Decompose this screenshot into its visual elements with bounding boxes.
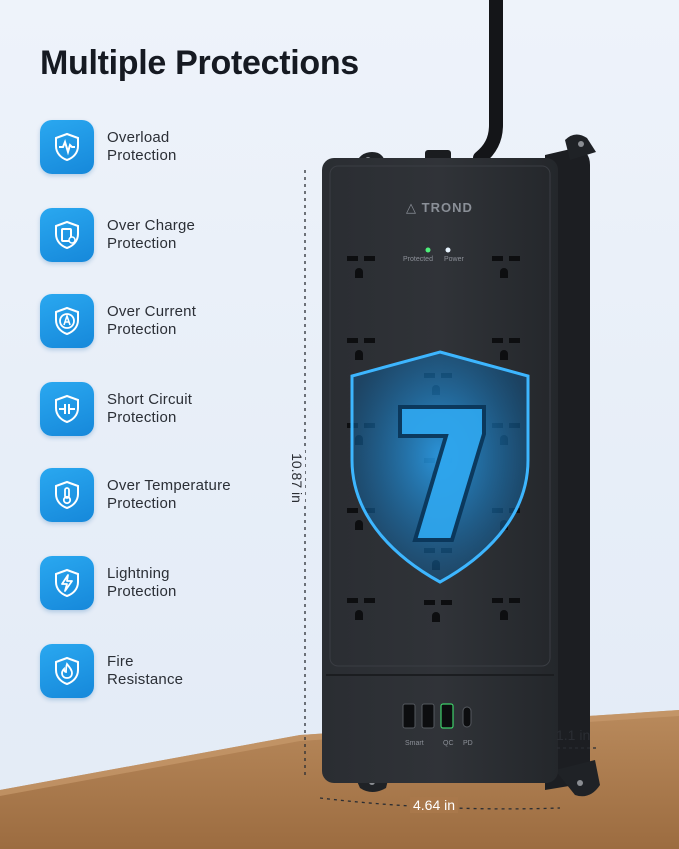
height-dimension-label: 10.87 in bbox=[289, 450, 305, 506]
feature-label: Over Current Protection bbox=[107, 303, 197, 338]
protected-indicator-label: Protected bbox=[403, 256, 433, 263]
heartbeat-shield-icon bbox=[40, 120, 94, 174]
feature-fire: Fire Resistance bbox=[40, 644, 183, 698]
ac-outlet bbox=[424, 600, 452, 622]
depth-dimension-label: 1.1 in bbox=[556, 727, 591, 743]
ac-outlet bbox=[492, 256, 520, 278]
feature-label: Over Temperature Protection bbox=[107, 477, 231, 512]
thermometer-shield-icon bbox=[40, 468, 94, 522]
feature-label: Fire Resistance bbox=[107, 653, 184, 688]
battery-shield-icon bbox=[40, 208, 94, 262]
ac-outlet bbox=[347, 338, 375, 360]
protected-led bbox=[425, 247, 431, 253]
width-dimension-label: 4.64 in bbox=[410, 797, 459, 813]
lightning-shield-icon bbox=[40, 556, 94, 610]
brand-logo: △ TROND bbox=[406, 200, 473, 215]
ac-outlet bbox=[347, 598, 375, 620]
feature-overload: Overload Protection bbox=[40, 120, 177, 174]
ac-outlet bbox=[347, 256, 375, 278]
feature-label: Short Circuit Protection bbox=[107, 391, 193, 426]
usb-smart-label: Smart bbox=[405, 740, 424, 747]
feature-label: Over Charge Protection bbox=[107, 217, 196, 252]
power-led bbox=[445, 247, 451, 253]
circuit-shield-icon bbox=[40, 382, 94, 436]
flame-shield-icon bbox=[40, 644, 94, 698]
ac-outlet bbox=[492, 338, 520, 360]
feature-short-circuit: Short Circuit Protection bbox=[40, 382, 192, 436]
usb-qc-label: QC bbox=[443, 740, 454, 747]
feature-label: Overload Protection bbox=[107, 129, 177, 164]
feature-label: Lightning Protection bbox=[107, 565, 177, 600]
feature-over-current: Over Current Protection bbox=[40, 294, 196, 348]
power-cord bbox=[473, 0, 503, 165]
feature-lightning: Lightning Protection bbox=[40, 556, 177, 610]
page-title: Multiple Protections bbox=[40, 44, 359, 82]
feature-over-temperature: Over Temperature Protection bbox=[40, 468, 231, 522]
power-indicator-label: Power bbox=[444, 256, 464, 263]
usb-ports bbox=[402, 703, 472, 729]
feature-over-charge: Over Charge Protection bbox=[40, 208, 195, 262]
usb-pd-label: PD bbox=[463, 740, 473, 747]
current-shield-icon bbox=[40, 294, 94, 348]
ac-outlet bbox=[492, 598, 520, 620]
triangle-logo-icon: △ bbox=[406, 200, 417, 215]
